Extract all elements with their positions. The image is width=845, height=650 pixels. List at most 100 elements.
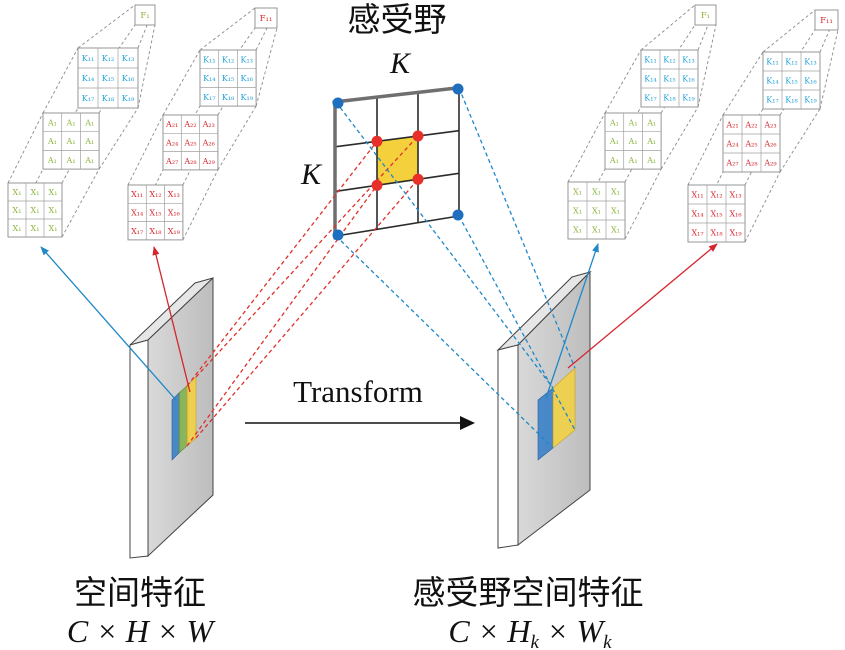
matrix-cell-label: X₁ [49,206,58,215]
matrix-cell-label: X₁ [573,207,582,216]
matrix-cell-label: K₁₄ [82,74,94,83]
connector-dashed-line [98,107,139,170]
matrix-cell-label: X₁₇ [131,227,143,236]
matrix-cell-label: A₂₄ [725,140,738,149]
matrix-cell-label: K₁₃ [122,54,134,63]
matrix-cell-label: K₁₉ [804,96,817,105]
connector-dashed-line [199,27,256,107]
matrix-cell-label: X₁₈ [710,229,722,238]
connector-dashed-line [819,9,839,53]
yellow-strip [552,367,576,449]
formula-part: C × H [448,613,532,649]
matrix-cell-label: X₁ [13,188,22,197]
grid-lines [335,88,460,237]
matrix-border [77,47,139,109]
matrix-cell-label: A₁ [646,156,656,165]
corner-point [332,229,344,241]
matrix-cell-label: A₁ [609,156,619,165]
matrix-cell-label: X₁₄ [131,208,143,217]
inner-point [371,179,383,191]
grid-line [335,215,460,237]
matrix-cell-label: X₁ [573,226,582,235]
matrix-cell-label: K₁₆ [241,74,253,83]
matrix-cell-label: A₁ [66,156,76,165]
matrix-cell-label: X₁ [13,224,22,233]
matrix-cell-label: A₁ [47,137,57,146]
matrix-cell-label: A₂₇ [725,159,738,168]
connector-dashed-line [61,168,100,238]
matrix-border [199,49,257,107]
matrix-cell-label: K₁₅ [102,74,114,83]
matrix-cell-label: K₁₁ [203,55,215,64]
matrix-cell-label: A₂₆ [763,140,776,149]
connector-dashed-line [217,105,257,171]
blue-strip [537,387,554,461]
matrix-cell-label: A₂₂ [744,121,757,130]
projection-line [186,140,378,387]
matrix-cell-label: X₁ [592,207,601,216]
matrix-cell-label: K₁₇ [82,94,94,103]
red-dashed-projections [186,135,419,447]
matrix-cell-label: K₁₃ [804,58,816,67]
matrix-cell-label: K₁₇ [644,94,656,103]
matrix-cell-label: K₁₉ [241,93,254,102]
formula-subscript: k [603,632,612,650]
grid-top-border [332,85,463,104]
matrix-cell-label: A₁ [84,118,94,127]
matrix-cell-label: A₁ [47,118,57,127]
matrix-cell-label: K₁₄ [203,74,215,83]
matrix-cell-label: X₁ [31,224,40,233]
matrix-cell-label: X₁₉ [729,229,742,238]
connector-dashed-line [127,114,164,186]
matrix-cell-label: X₁ [31,188,40,197]
matrix-cell-label: A₂₆ [202,138,215,147]
slab-side-face [129,339,149,559]
connector-dashed-line [137,24,156,109]
connector-dashed-line [255,27,278,107]
matrix-border [762,51,821,110]
slab-side-face [497,344,519,549]
connector-dashed-line [624,168,662,240]
matrix-border [127,184,184,241]
connector-dashed-line [567,112,606,183]
connector-dashed-line [7,112,44,184]
matrix-cell-label: A₂₃ [763,121,776,130]
output-box-label: F₁ [140,11,149,21]
matrix-cell-label: X₁ [611,207,620,216]
connector-dashed-line [687,114,724,186]
matrix-cell-label: K₁₃ [241,55,253,64]
corner-point [452,209,464,221]
matrix-cell-label: X₁₈ [149,227,161,236]
matrix-cell-label: K₁₂ [663,56,675,65]
grid-points [332,83,464,241]
matrix-cell-label: A₁ [47,156,57,165]
connector-dashed-line [77,4,136,49]
matrix-cell-label: A₁ [84,137,94,146]
matrix-cell-label: A₂₈ [744,159,757,168]
arrow-head [460,416,475,430]
transform-label: Transform [293,374,423,409]
projection-line [458,87,576,369]
matrix-cell-label: K₁₂ [102,54,114,63]
input-feature-slab [129,276,214,559]
output-box-border [254,7,278,29]
output-box: F₁₁ [814,9,839,31]
output-box-border [814,9,839,31]
matrix-cell-label: A₂₇ [165,157,178,166]
connector-dashed-line [762,9,816,53]
kernel-width-label: K [389,47,412,80]
matrix-cell-label: K₁₁ [82,54,94,63]
matrix-cell-label: A₂₉ [202,157,216,166]
projection-line [195,178,419,439]
matrix-cell-label: K₁₁ [766,58,778,67]
